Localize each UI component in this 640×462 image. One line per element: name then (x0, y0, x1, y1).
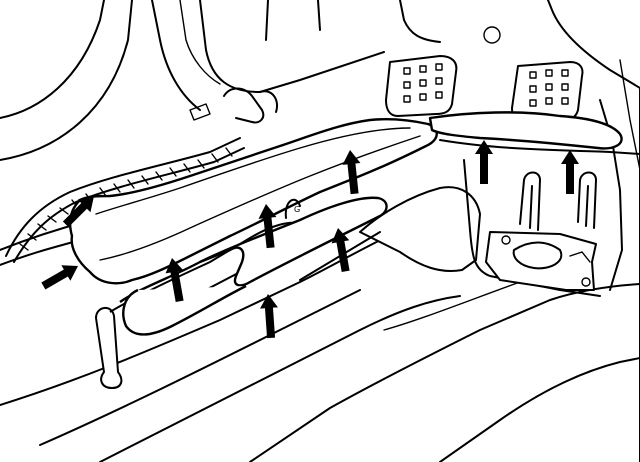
callout-arrow (165, 258, 184, 303)
brake-pedal (385, 55, 458, 117)
callout-arrow (258, 204, 277, 249)
callout-arrow (41, 265, 78, 290)
callout-arrow (475, 140, 493, 184)
callout-arrow (259, 294, 278, 339)
small-label: G (294, 205, 300, 214)
callout-arrow (342, 150, 361, 195)
callout-arrows (41, 140, 579, 339)
bolt-hole (483, 26, 501, 44)
callout-arrow (62, 196, 94, 228)
callout-arrow (561, 150, 579, 194)
callout-arrow (331, 228, 350, 273)
